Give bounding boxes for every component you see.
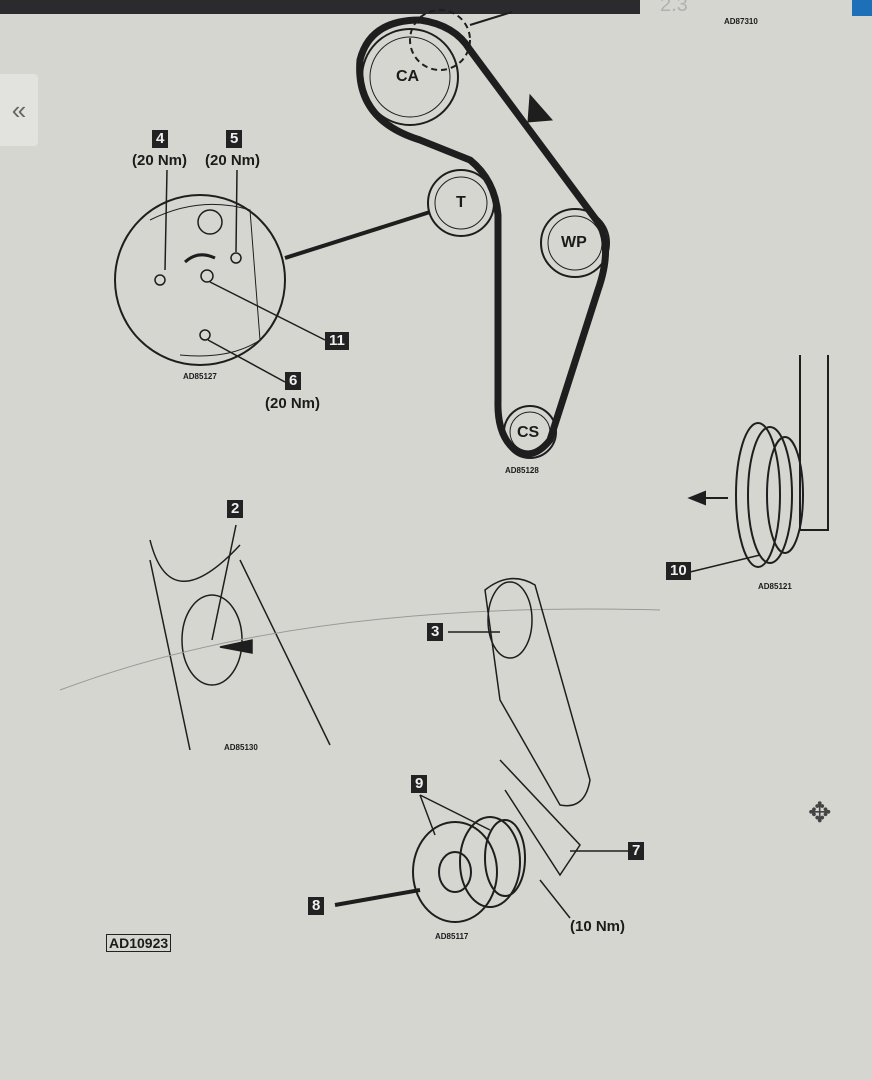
callout-7: 7 xyxy=(628,842,645,860)
callout-3: 3 xyxy=(427,623,444,641)
torque-4: (20 Nm) xyxy=(132,152,188,169)
timing-belt xyxy=(356,16,610,458)
callout-10: 10 xyxy=(666,562,691,580)
main-figure-ref: AD10923 xyxy=(106,934,172,952)
torque-6: (20 Nm) xyxy=(265,395,321,412)
timing-mark-view xyxy=(59,524,661,751)
callout-11: 11 xyxy=(325,332,349,350)
curved-arrow-icon xyxy=(183,253,216,264)
callout-6: 6 xyxy=(285,372,302,390)
callout-2: 2 xyxy=(227,500,244,518)
pulley-label-ca: CA xyxy=(396,68,420,85)
torque-5: (20 Nm) xyxy=(205,152,261,169)
torque-7: (10 Nm) xyxy=(570,918,626,935)
rotation-arrow-icon xyxy=(527,93,554,123)
figure-ref: AD85121 xyxy=(758,582,792,591)
callout-8: 8 xyxy=(308,897,325,915)
pulley-label-t: T xyxy=(456,194,466,211)
figure-ref: AD85130 xyxy=(224,743,258,752)
timing-cover xyxy=(448,577,628,877)
callout-9: 9 xyxy=(411,775,428,793)
figure-ref: AD85128 xyxy=(505,466,539,475)
crank-pulley-side-view xyxy=(687,355,829,573)
viewer-toolbar xyxy=(0,0,640,14)
detail-circle xyxy=(409,9,471,71)
move-icon[interactable]: ✥ xyxy=(808,797,832,828)
figure-ref: AD87310 xyxy=(724,17,758,26)
camshaft-pulley xyxy=(361,28,459,126)
crankshaft-pulley xyxy=(503,405,557,459)
water-pump-pulley xyxy=(540,208,610,278)
figure-ref: AD85117 xyxy=(435,932,469,941)
figure-ref: AD85127 xyxy=(183,372,217,381)
double-chevron-left-icon: « xyxy=(11,94,27,125)
callout-4: 4 xyxy=(152,130,169,148)
tensioner-detail-circle xyxy=(114,194,286,366)
crank-pulley-assembly xyxy=(334,794,571,923)
page-indicator: 2.3 xyxy=(660,0,688,16)
pulley-label-cs: CS xyxy=(517,424,540,441)
collapse-sidebar-button[interactable]: « xyxy=(0,74,38,146)
tensioner-pulley xyxy=(427,169,495,237)
callout-5: 5 xyxy=(226,130,243,148)
pulley-label-wp: WP xyxy=(561,234,587,251)
viewer-button[interactable] xyxy=(852,0,872,16)
